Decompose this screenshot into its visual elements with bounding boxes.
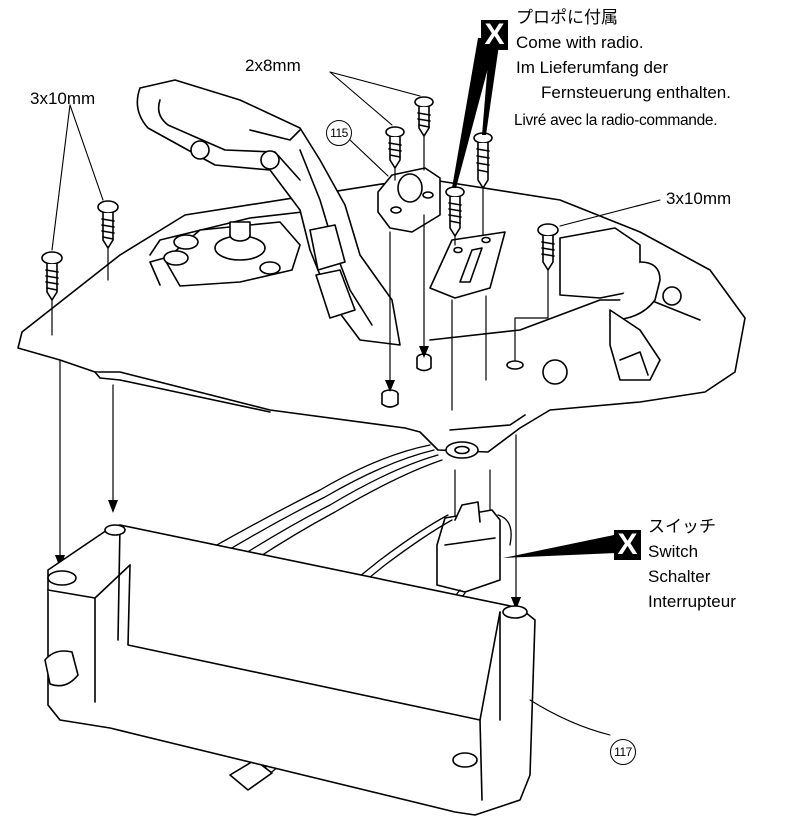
battery-box — [44, 524, 536, 816]
switch — [436, 501, 501, 593]
screw-label-right: 3x10mm — [666, 189, 732, 208]
servo-mount — [163, 221, 301, 287]
plate-posts — [381, 353, 524, 459]
switch-note-jp: スイッチ — [648, 517, 716, 536]
guide-lines — [51, 135, 549, 601]
right-bracket — [542, 227, 682, 385]
switch-note-en: Switch — [648, 542, 699, 561]
guide-arrowheads — [55, 346, 521, 610]
screw-top-1 — [385, 126, 405, 169]
leader-lines — [51, 71, 661, 736]
radio-note-de-2: Fernsteuerung enthalten. — [541, 83, 731, 102]
part-number-115: 115 — [326, 120, 352, 146]
radio-x-marker: X — [481, 20, 508, 50]
radio-note-en: Come with radio. — [516, 33, 644, 52]
radio-note-de-1: Im Lieferumfang der — [516, 58, 669, 77]
radio-plate — [429, 231, 506, 299]
switch-x-marker: X — [614, 530, 641, 560]
switch-note-de: Schalter — [648, 567, 711, 586]
screw-top-2 — [414, 96, 434, 137]
screw-label-left: 3x10mm — [30, 89, 96, 108]
radio-note-fr: Livré avec la radio-commande. — [514, 112, 718, 129]
screw-radio-2 — [473, 132, 493, 189]
callout-wedges — [452, 38, 616, 558]
screw-label-top: 2x8mm — [245, 56, 301, 75]
steering-frame — [136, 79, 401, 346]
radio-note-jp: プロポに付属 — [516, 8, 618, 27]
part-number-117: 117 — [610, 739, 636, 765]
screw-right — [537, 223, 559, 271]
switch-note-fr: Interrupteur — [648, 592, 736, 611]
screw-left-1 — [41, 251, 63, 301]
screw-left-2 — [97, 200, 119, 249]
